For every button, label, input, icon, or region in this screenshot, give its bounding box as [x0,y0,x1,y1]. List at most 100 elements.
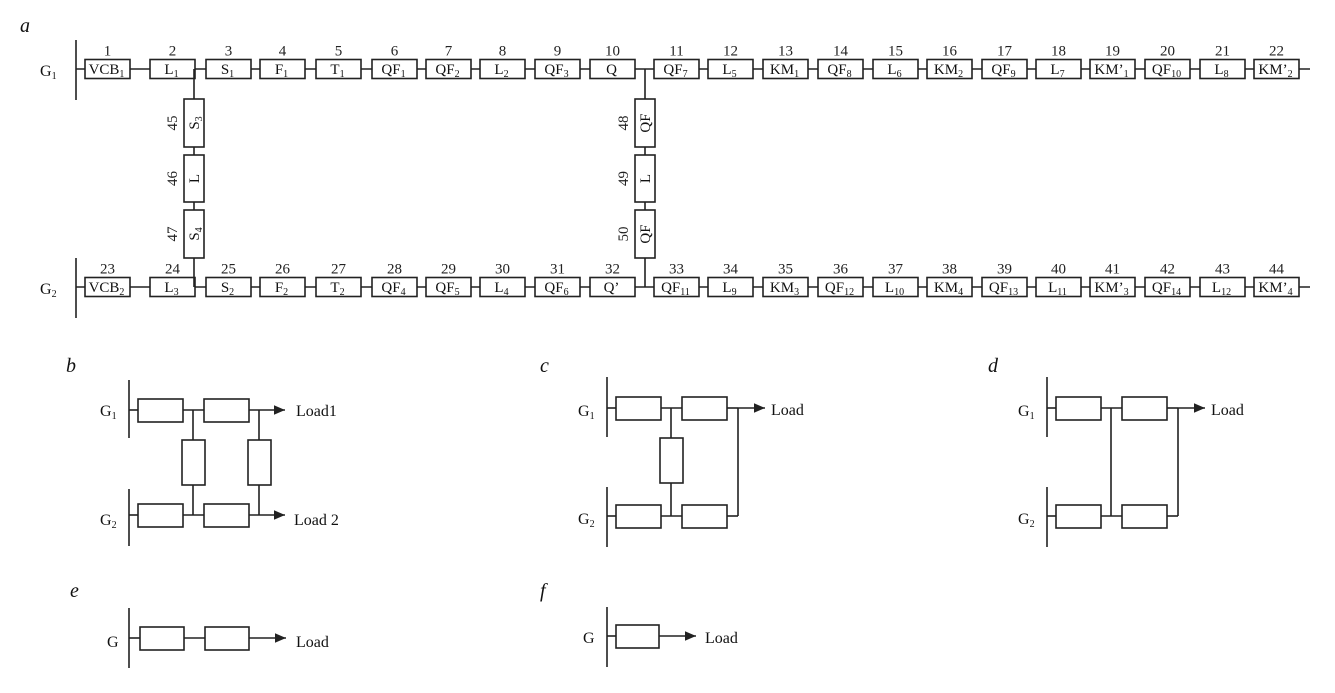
component-label-31: QF6 [544,280,568,298]
component-block-5 [315,58,362,80]
component-label-39: QF13 [989,280,1018,298]
component-number-16: 16 [942,44,958,60]
label-main: T [330,280,339,296]
label-main: KM [770,62,794,78]
component-number-29: 29 [441,262,456,278]
component-block-37 [872,276,919,298]
component-block-38 [926,276,973,298]
label-main: KM [770,280,794,296]
component-label-44: KM’4 [1258,280,1292,298]
label-subscript: 7 [1060,69,1065,80]
g-label: G [583,630,595,647]
label-main: KM [934,62,958,78]
component-label-6: QF1 [381,62,405,80]
component-number-45: 45 [165,116,181,131]
component-number-25: 25 [221,262,236,278]
component-block-35 [762,276,809,298]
label-subscript: 8 [847,69,852,80]
component-number-43: 43 [1215,262,1230,278]
component-block [181,439,206,486]
component-number-23: 23 [100,262,115,278]
label-main: QF [991,62,1010,78]
component-block [1055,504,1102,529]
label-subscript: 4 [194,227,205,232]
component-block [139,626,185,651]
component-block-39 [981,276,1028,298]
load-label: Load [1211,402,1244,419]
label-subscript: 1 [590,411,595,422]
component-number-37: 37 [888,262,904,278]
component-number-8: 8 [499,44,507,60]
label-subscript: 6 [564,287,569,298]
label-main: S [187,121,203,129]
component-block [1121,504,1168,529]
label-subscript: 2 [283,287,288,298]
component-block-27 [315,276,362,298]
component-number-group-45: 45 [165,116,181,131]
component-label-8: L2 [494,62,508,80]
component-block [203,398,250,423]
component-number-19: 19 [1105,44,1120,60]
component-label-34: L9 [722,280,736,298]
component-label-3: S1 [221,62,234,80]
component-label-2: L1 [164,62,178,80]
label-main: QF [638,113,654,132]
label-subscript: 2 [229,287,234,298]
component-block-10 [589,58,636,80]
label-main: L [1212,280,1221,296]
component-label-13: KM1 [770,62,799,80]
component-number-20: 20 [1160,44,1175,60]
label-subscript: 12 [844,287,854,298]
component-label-43: L12 [1212,280,1231,298]
component-block-4 [259,58,306,80]
component-number-3: 3 [225,44,233,60]
component-number-39: 39 [997,262,1012,278]
component-block-25 [205,276,252,298]
component-label-19: KM’1 [1094,62,1128,80]
label-subscript: 3 [194,116,205,121]
component-number-48: 48 [616,116,632,131]
component-block-21 [1199,58,1246,80]
component-block [681,504,728,529]
component-label-47: S4 [187,227,205,240]
component-number-46: 46 [165,171,181,187]
label-subscript: 2 [112,520,117,531]
label-subscript: 1 [1030,411,1035,422]
label-subscript: 5 [732,69,737,80]
panel-label-f: f [540,580,548,602]
component-number-30: 30 [495,262,510,278]
component-block-16 [926,58,973,80]
label-main: G [100,403,112,420]
label-main: Q’ [604,280,620,296]
component-label-group-50: QF [638,224,654,243]
label-subscript: 2 [340,287,345,298]
component-block-6 [371,58,418,80]
component-block-31 [534,276,581,298]
component-label-14: QF8 [827,62,851,80]
label-main: QF [1152,280,1171,296]
component-number-35: 35 [778,262,793,278]
label-main: L [164,280,173,296]
label-main: KM’ [1258,280,1287,296]
label-main: S [221,280,229,296]
component-block-3 [205,58,252,80]
component-label-10: Q [606,62,617,78]
component-number-9: 9 [554,44,562,60]
label-main: L [164,62,173,78]
component-label-12: L5 [722,62,736,80]
component-block-11 [653,58,700,80]
label-main: KM’ [1094,62,1123,78]
component-label-49: L [638,174,654,183]
label-subscript: 2 [1030,519,1035,530]
label-main: L [494,62,503,78]
label-main: G [578,403,590,420]
g2-label: G2 [578,511,595,530]
component-label-37: L10 [885,280,904,298]
label-main: G [578,511,590,528]
label-main: QF [544,280,563,296]
component-number-2: 2 [169,44,177,60]
label-subscript: 2 [1288,69,1293,80]
g1-label: G1 [1018,403,1035,422]
component-label-25: S2 [221,280,234,298]
component-block [681,396,728,421]
